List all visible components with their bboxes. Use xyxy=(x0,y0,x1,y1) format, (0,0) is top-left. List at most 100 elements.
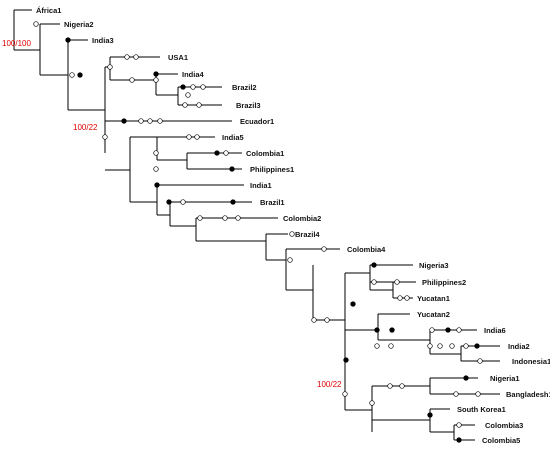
synapomorphy-marker xyxy=(371,262,377,268)
synapomorphy-marker xyxy=(77,72,83,78)
taxon-label: Philippines1 xyxy=(250,165,294,174)
homoplasy-marker xyxy=(404,295,410,301)
homoplasy-marker xyxy=(222,215,228,221)
homoplasy-marker xyxy=(475,391,481,397)
support-label-root: 100/100 xyxy=(2,39,31,48)
homoplasy-marker xyxy=(102,134,108,140)
homoplasy-marker xyxy=(153,77,159,83)
taxon-label: Bangladesh1 xyxy=(506,390,550,399)
homoplasy-marker xyxy=(374,343,380,349)
homoplasy-marker xyxy=(185,92,191,98)
taxon-label: Ecuador1 xyxy=(240,117,274,126)
homoplasy-marker xyxy=(397,295,403,301)
homoplasy-marker xyxy=(197,215,203,221)
taxon-label: Indonesia1 xyxy=(512,357,550,366)
taxon-label: Brazil2 xyxy=(232,83,257,92)
taxon-labels: África1Nigeria2India3USA1India4Brazil2Br… xyxy=(36,6,550,445)
homoplasy-marker xyxy=(453,391,459,397)
taxon-label: Philippines2 xyxy=(422,278,466,287)
synapomorphy-marker xyxy=(121,118,127,124)
character-markers xyxy=(33,21,483,443)
homoplasy-marker xyxy=(153,150,159,156)
synapomorphy-marker xyxy=(229,166,235,172)
homoplasy-marker xyxy=(456,422,462,428)
tree-branches xyxy=(13,9,500,441)
homoplasy-marker xyxy=(223,150,229,156)
homoplasy-marker xyxy=(124,54,130,60)
taxon-label: USA1 xyxy=(168,53,188,62)
homoplasy-marker xyxy=(371,279,377,285)
synapomorphy-marker xyxy=(389,327,395,333)
support-label-mid: 100/22 xyxy=(73,123,98,132)
homoplasy-marker xyxy=(342,391,348,397)
synapomorphy-marker xyxy=(474,343,480,349)
homoplasy-marker xyxy=(394,279,400,285)
taxon-label: India1 xyxy=(250,181,272,190)
synapomorphy-marker xyxy=(230,199,236,205)
taxon-label: Yucatan2 xyxy=(417,310,450,319)
taxon-label: Colombia1 xyxy=(246,149,284,158)
homoplasy-marker xyxy=(463,343,469,349)
homoplasy-marker xyxy=(182,102,188,108)
homoplasy-marker xyxy=(235,215,241,221)
homoplasy-marker xyxy=(133,54,139,60)
homoplasy-marker xyxy=(194,134,200,140)
homoplasy-marker xyxy=(388,343,394,349)
taxon-label: Colombia2 xyxy=(283,214,321,223)
homoplasy-marker xyxy=(437,343,443,349)
taxon-label: India5 xyxy=(222,133,244,142)
homoplasy-marker xyxy=(427,343,433,349)
support-label-lower: 100/22 xyxy=(317,380,342,389)
synapomorphy-marker xyxy=(445,327,451,333)
taxon-label: Colombia4 xyxy=(347,245,386,254)
homoplasy-marker xyxy=(200,84,206,90)
synapomorphy-marker xyxy=(456,437,462,443)
homoplasy-marker xyxy=(157,118,163,124)
homoplasy-marker xyxy=(69,72,75,78)
homoplasy-marker xyxy=(33,21,39,27)
taxon-label: India4 xyxy=(182,70,205,79)
homoplasy-marker xyxy=(289,231,295,237)
homoplasy-marker xyxy=(107,64,113,70)
taxon-label: Yucatan1 xyxy=(417,294,450,303)
synapomorphy-marker xyxy=(214,150,220,156)
homoplasy-marker xyxy=(477,358,483,364)
homoplasy-marker xyxy=(321,246,327,252)
taxon-label: Brazil1 xyxy=(260,198,285,207)
taxon-label: Nigeria3 xyxy=(419,261,449,270)
homoplasy-marker xyxy=(456,327,462,333)
homoplasy-marker xyxy=(429,327,435,333)
homoplasy-marker xyxy=(287,257,293,263)
taxon-label: Colombia5 xyxy=(482,436,520,445)
taxon-label: Nigeria2 xyxy=(64,20,94,29)
homoplasy-marker xyxy=(190,84,196,90)
taxon-label: Brazil4 xyxy=(295,230,320,239)
taxon-label: India6 xyxy=(484,326,506,335)
taxon-label: India3 xyxy=(92,36,114,45)
homoplasy-marker xyxy=(147,118,153,124)
taxon-label: India2 xyxy=(508,342,530,351)
homoplasy-marker xyxy=(138,118,144,124)
synapomorphy-marker xyxy=(374,327,380,333)
homoplasy-marker xyxy=(369,400,375,406)
synapomorphy-marker xyxy=(154,182,160,188)
taxon-label: África1 xyxy=(36,6,61,15)
synapomorphy-marker xyxy=(350,301,356,307)
homoplasy-marker xyxy=(399,383,405,389)
homoplasy-marker xyxy=(311,317,317,323)
synapomorphy-marker xyxy=(427,412,433,418)
synapomorphy-marker xyxy=(166,199,172,205)
homoplasy-marker xyxy=(180,199,186,205)
taxon-label: Nigeria1 xyxy=(490,374,520,383)
homoplasy-marker xyxy=(449,343,455,349)
homoplasy-marker xyxy=(324,317,330,323)
synapomorphy-marker xyxy=(343,357,349,363)
homoplasy-marker xyxy=(129,77,135,83)
homoplasy-marker xyxy=(186,134,192,140)
synapomorphy-marker xyxy=(153,71,159,77)
taxon-label: Colombia3 xyxy=(485,421,523,430)
homoplasy-marker xyxy=(196,102,202,108)
taxon-label: South Korea1 xyxy=(457,405,506,414)
synapomorphy-marker xyxy=(180,84,186,90)
